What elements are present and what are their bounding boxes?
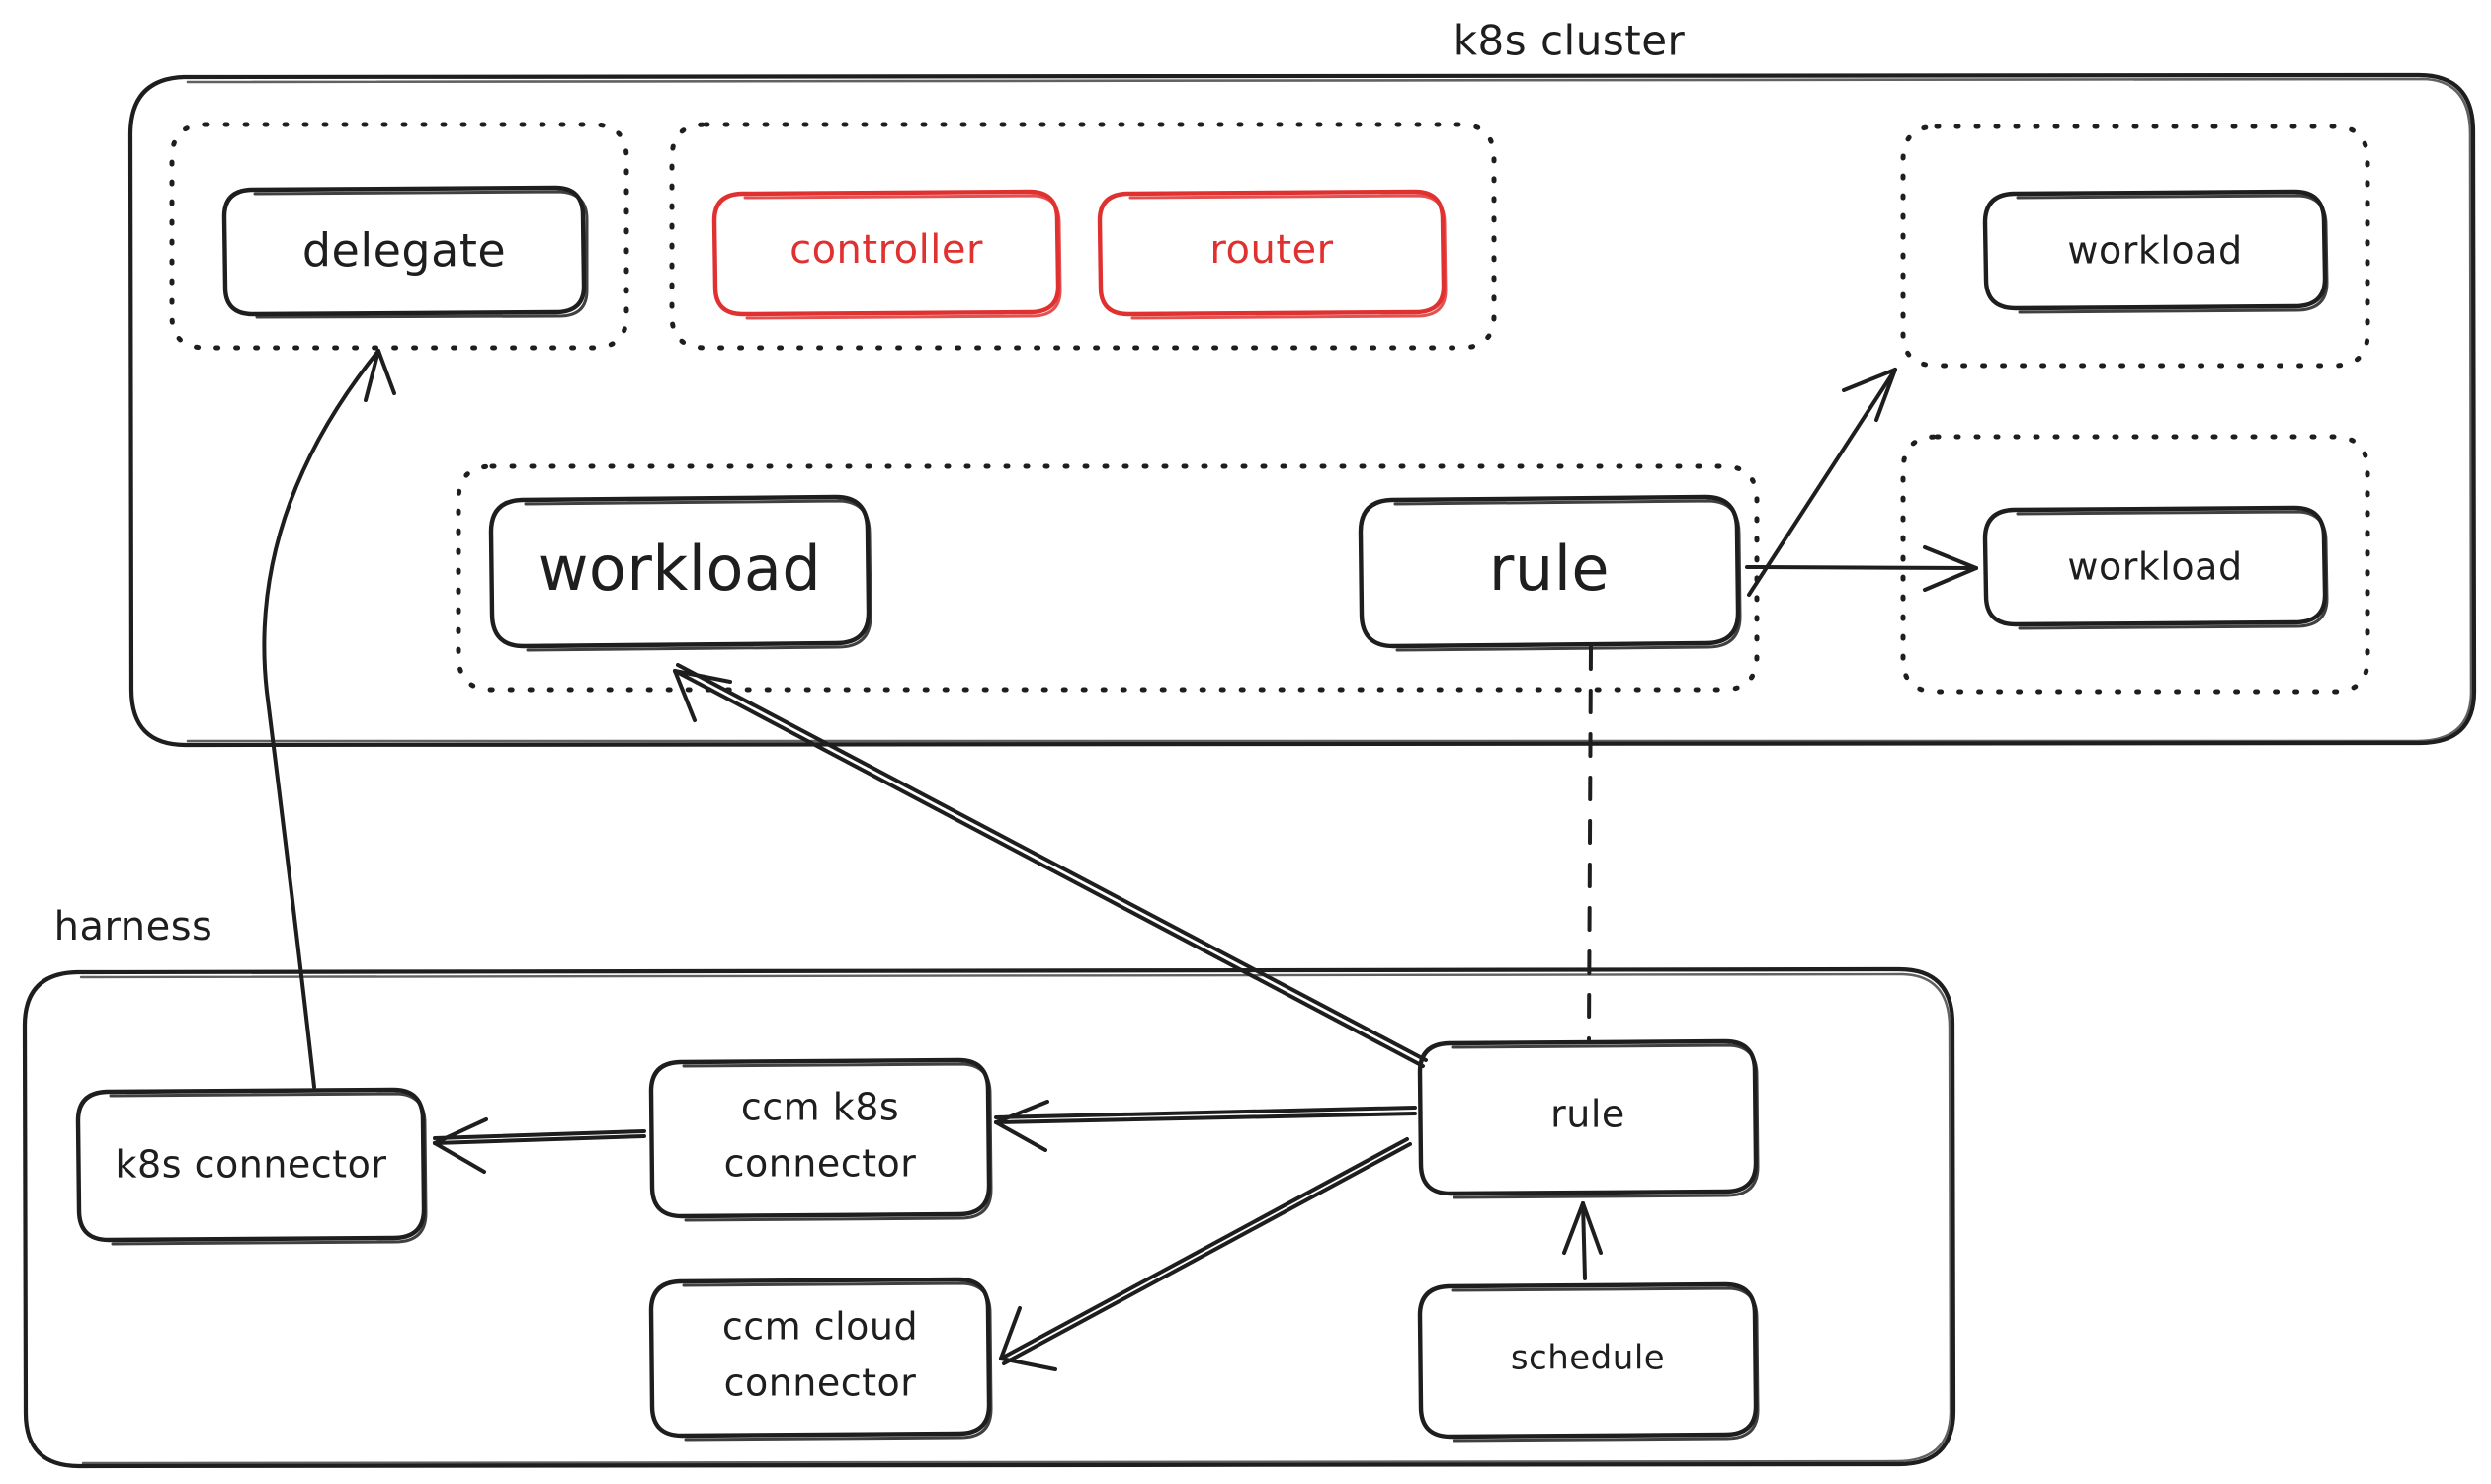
node-rule-cluster-label: rule	[1489, 533, 1610, 605]
group-workload-bottom-right	[1900, 434, 2370, 695]
node-ccm-cloud-connector[interactable]: ccm cloud connector	[648, 1277, 993, 1442]
container-harness	[22, 966, 1956, 1469]
node-controller-label: controller	[789, 227, 983, 273]
node-router[interactable]: router	[1097, 189, 1448, 320]
group-workload-rule	[456, 463, 1760, 693]
node-ccm-k8s-connector[interactable]: ccm k8s connector	[648, 1057, 993, 1222]
node-workload-bottom-right-label: workload	[2067, 545, 2242, 589]
node-rule-cluster[interactable]: rule	[1358, 494, 1742, 652]
harness-label: harness	[54, 904, 213, 949]
edge-schedule-rule-harness	[1562, 1201, 1603, 1280]
node-k8s-connector[interactable]: k8s connector	[75, 1087, 428, 1246]
edge-k8sconnector-delegate	[262, 349, 396, 1089]
node-delegate-label: delegate	[302, 224, 506, 278]
node-controller[interactable]: controller	[711, 189, 1062, 320]
k8s-cluster-label: k8s cluster	[1453, 17, 1686, 65]
edge-rule-harness-ccm-k8s	[994, 1100, 1417, 1152]
edge-rule-cluster-workload-top-right	[1747, 368, 1897, 597]
group-controller-router	[669, 122, 1497, 351]
node-workload-main[interactable]: workload	[488, 494, 872, 652]
node-workload-main-label: workload	[539, 533, 822, 605]
edge-rule-harness-workload-main	[673, 663, 1428, 1068]
node-ccm-cloud-connector-label-line1: ccm cloud	[722, 1305, 918, 1349]
node-rule-harness-label: rule	[1550, 1093, 1625, 1136]
group-delegate	[169, 122, 629, 351]
node-schedule[interactable]: schedule	[1417, 1281, 1760, 1443]
node-ccm-k8s-connector-label-line1: ccm k8s	[741, 1086, 899, 1129]
node-ccm-k8s-connector-label-line2: connector	[724, 1142, 917, 1186]
node-router-label: router	[1209, 227, 1333, 273]
node-k8s-connector-label: k8s connector	[116, 1143, 387, 1187]
edge-rule-cluster-rule-harness	[1587, 645, 1593, 1041]
edge-ccm-k8s-k8sconnector	[433, 1117, 646, 1174]
node-delegate[interactable]: delegate	[221, 185, 589, 319]
node-ccm-cloud-connector-label-line2: connector	[724, 1361, 917, 1405]
container-k8s-cluster	[127, 72, 2477, 748]
group-workload-top-right	[1900, 124, 2370, 369]
node-schedule-label: schedule	[1511, 1339, 1665, 1378]
node-workload-top-right-label: workload	[2067, 229, 2242, 273]
node-workload-bottom-right[interactable]: workload	[1982, 505, 2329, 630]
edge-rule-cluster-workload-bottom-right	[1745, 545, 1978, 592]
node-rule-harness[interactable]: rule	[1417, 1038, 1760, 1199]
node-workload-top-right[interactable]: workload	[1982, 189, 2329, 314]
edge-rule-harness-ccm-cloud	[999, 1137, 1412, 1371]
